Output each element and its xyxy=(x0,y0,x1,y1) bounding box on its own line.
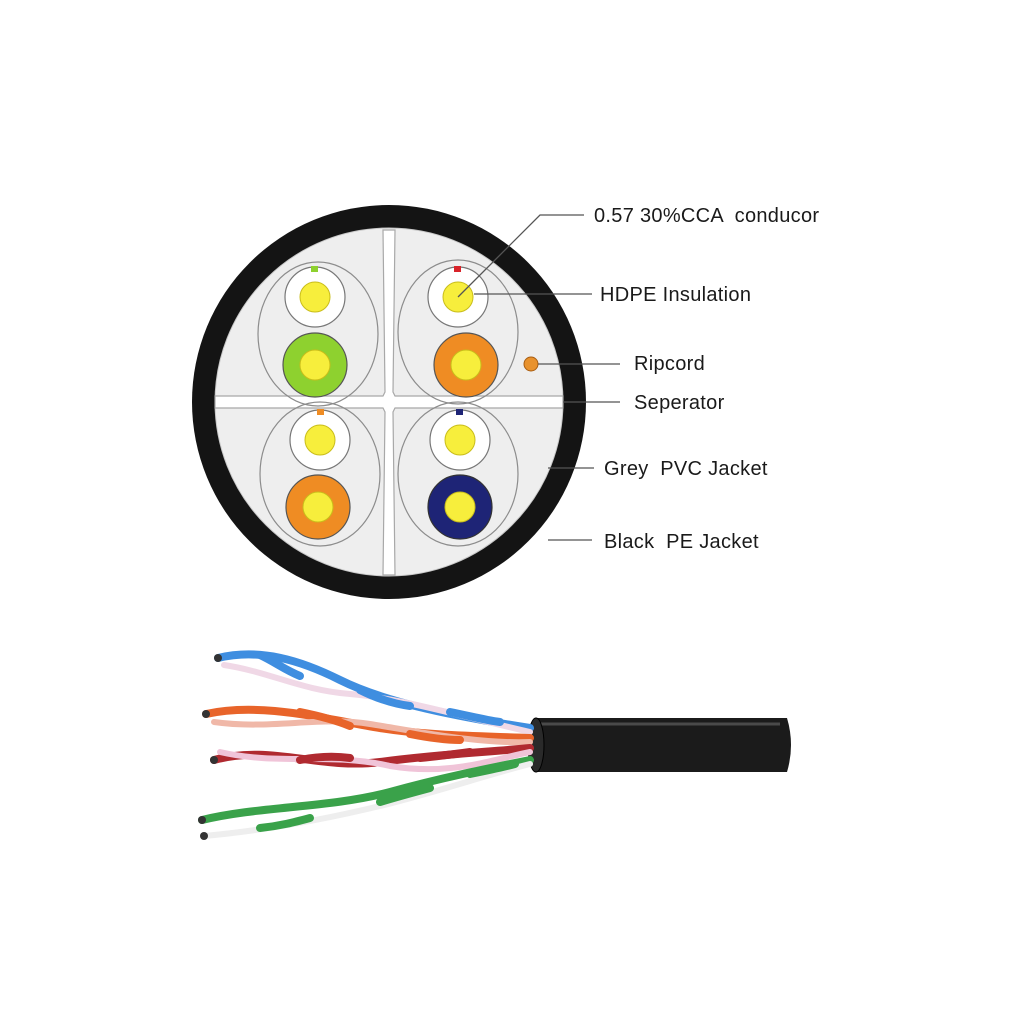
cable-sheath xyxy=(532,718,791,772)
pair-blue xyxy=(427,409,493,540)
pair-boundaries xyxy=(257,259,519,547)
twisted-pair-blue xyxy=(214,650,534,735)
cable-cross-section xyxy=(192,205,586,599)
black-pe-jacket-label: Black PE Jacket xyxy=(604,531,759,553)
pair-green xyxy=(282,266,348,398)
ripcord xyxy=(523,356,539,372)
twisted-pair-orange xyxy=(202,705,534,746)
labels: 0.57 30%CCA conducor HDPE Insulation Rip… xyxy=(594,205,819,553)
pair-brown xyxy=(285,409,351,540)
twisted-pair-brown xyxy=(210,744,534,773)
ripcord-label: Ripcord xyxy=(634,353,705,375)
cross-separator xyxy=(214,229,564,576)
wire-tips xyxy=(198,654,222,840)
conductor-label: 0.57 30%CCA conducor xyxy=(594,205,819,227)
twisted-pair-green xyxy=(198,756,534,839)
insulation-label: HDPE Insulation xyxy=(600,284,751,306)
separator-label: Seperator xyxy=(634,392,725,414)
grey-pvc-jacket-label: Grey PVC Jacket xyxy=(604,458,768,480)
leader-lines xyxy=(457,214,620,541)
cable-side-view xyxy=(198,650,791,840)
